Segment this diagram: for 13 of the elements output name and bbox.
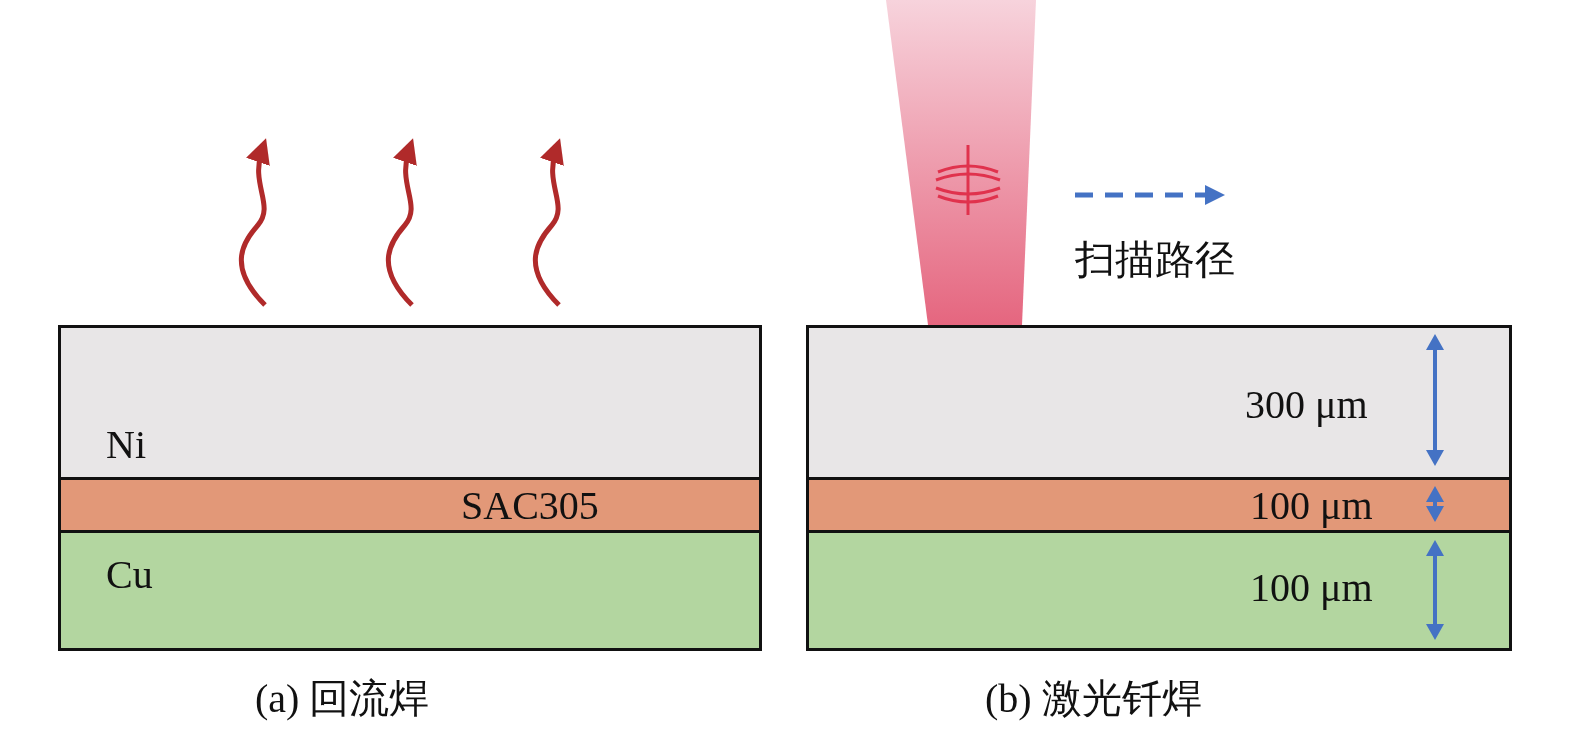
dimension-label: 100 μm — [1250, 566, 1373, 610]
ni-layer — [58, 325, 762, 480]
ni-layer — [806, 325, 1512, 480]
layer-label: Ni — [106, 423, 146, 467]
layer-label: Cu — [106, 553, 153, 597]
dimension-label: 300 μm — [1245, 383, 1368, 427]
solder-layer — [58, 477, 762, 533]
cu-layer — [806, 530, 1512, 651]
dimension-label: 100 μm — [1250, 484, 1373, 528]
scan-path-label: 扫描路径 — [1075, 238, 1235, 282]
layer-label: SAC305 — [461, 484, 599, 528]
cu-layer — [58, 530, 762, 651]
solder-layer — [806, 477, 1512, 533]
